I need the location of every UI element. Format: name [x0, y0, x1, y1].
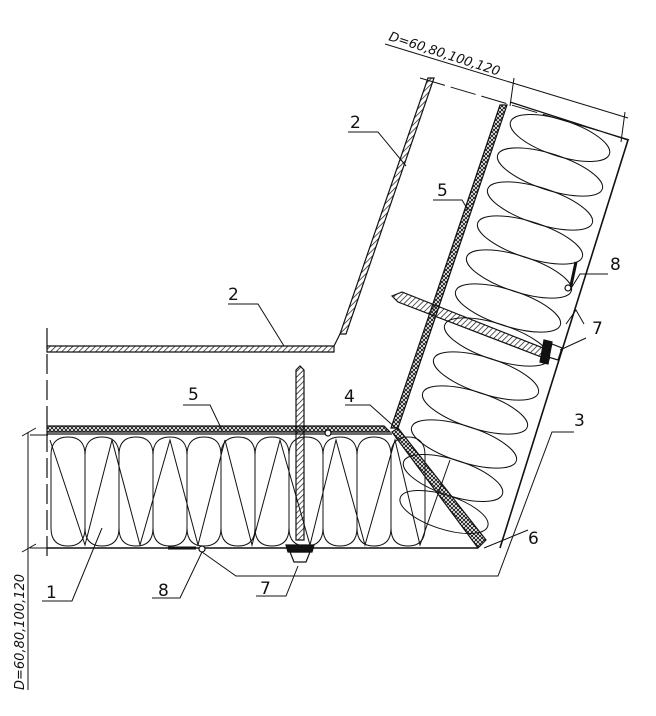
dimension-top-label: D=60,80,100,120 — [387, 30, 502, 80]
callout-2-mid: 2 — [228, 285, 239, 305]
horizontal-inner-liner — [46, 425, 392, 433]
callout-7-bottom: 7 — [260, 579, 271, 599]
callout-3: 3 — [574, 411, 585, 431]
dimension-left-label: D=60,80,100,120 — [13, 574, 28, 690]
callout-6: 6 — [528, 529, 539, 549]
leader-lines — [42, 131, 608, 602]
callout-8-bottom: 8 — [158, 581, 169, 601]
callout-4: 4 — [344, 387, 355, 407]
vertical-screw — [285, 365, 315, 563]
callout-7-right: 7 — [592, 319, 603, 339]
callout-5-left: 5 — [188, 385, 199, 405]
dimension-left — [21, 427, 48, 690]
inclined-screw — [390, 291, 563, 365]
callout-2-top: 2 — [350, 113, 361, 133]
callout-1: 1 — [46, 583, 57, 603]
rivets — [168, 261, 578, 553]
callout-5-top: 5 — [437, 181, 448, 201]
callout-8-right: 8 — [610, 255, 621, 275]
horizontal-insulation — [49, 436, 451, 547]
inclined-outer-sheet — [339, 77, 435, 335]
inclined-panel — [333, 77, 631, 549]
corner-sheet — [391, 427, 487, 549]
horizontal-outer-sheet — [46, 345, 335, 353]
dimension-top — [384, 43, 629, 143]
